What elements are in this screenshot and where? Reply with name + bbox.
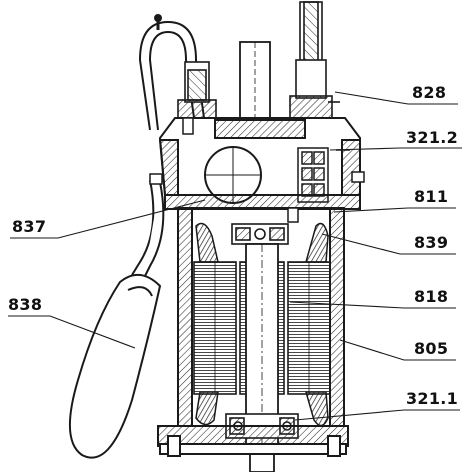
shaft-top: [239, 41, 271, 119]
end-windings-top: [195, 222, 329, 263]
cable-gland-right: [289, 1, 340, 123]
callout-321-1: 321.1: [406, 389, 459, 408]
upper-bearing: [231, 223, 289, 245]
callout-828: 828: [412, 83, 447, 102]
handle-grip: [69, 179, 165, 459]
handle-cable-loop: [138, 14, 206, 131]
callout-818: 818: [414, 287, 449, 306]
callout-321-2: 321.2: [406, 128, 459, 147]
callout-838: 838: [8, 295, 43, 314]
stator-core: [193, 261, 331, 395]
base-flange: [157, 425, 349, 457]
callout-805: 805: [414, 339, 449, 358]
terminal-block: [297, 147, 350, 203]
callout-811: 811: [414, 187, 449, 206]
bolts: [149, 117, 365, 223]
callout-837: 837: [12, 217, 47, 236]
callout-839: 839: [414, 233, 449, 252]
leader-lines: [8, 91, 462, 421]
cable-gland-left: [177, 61, 217, 123]
